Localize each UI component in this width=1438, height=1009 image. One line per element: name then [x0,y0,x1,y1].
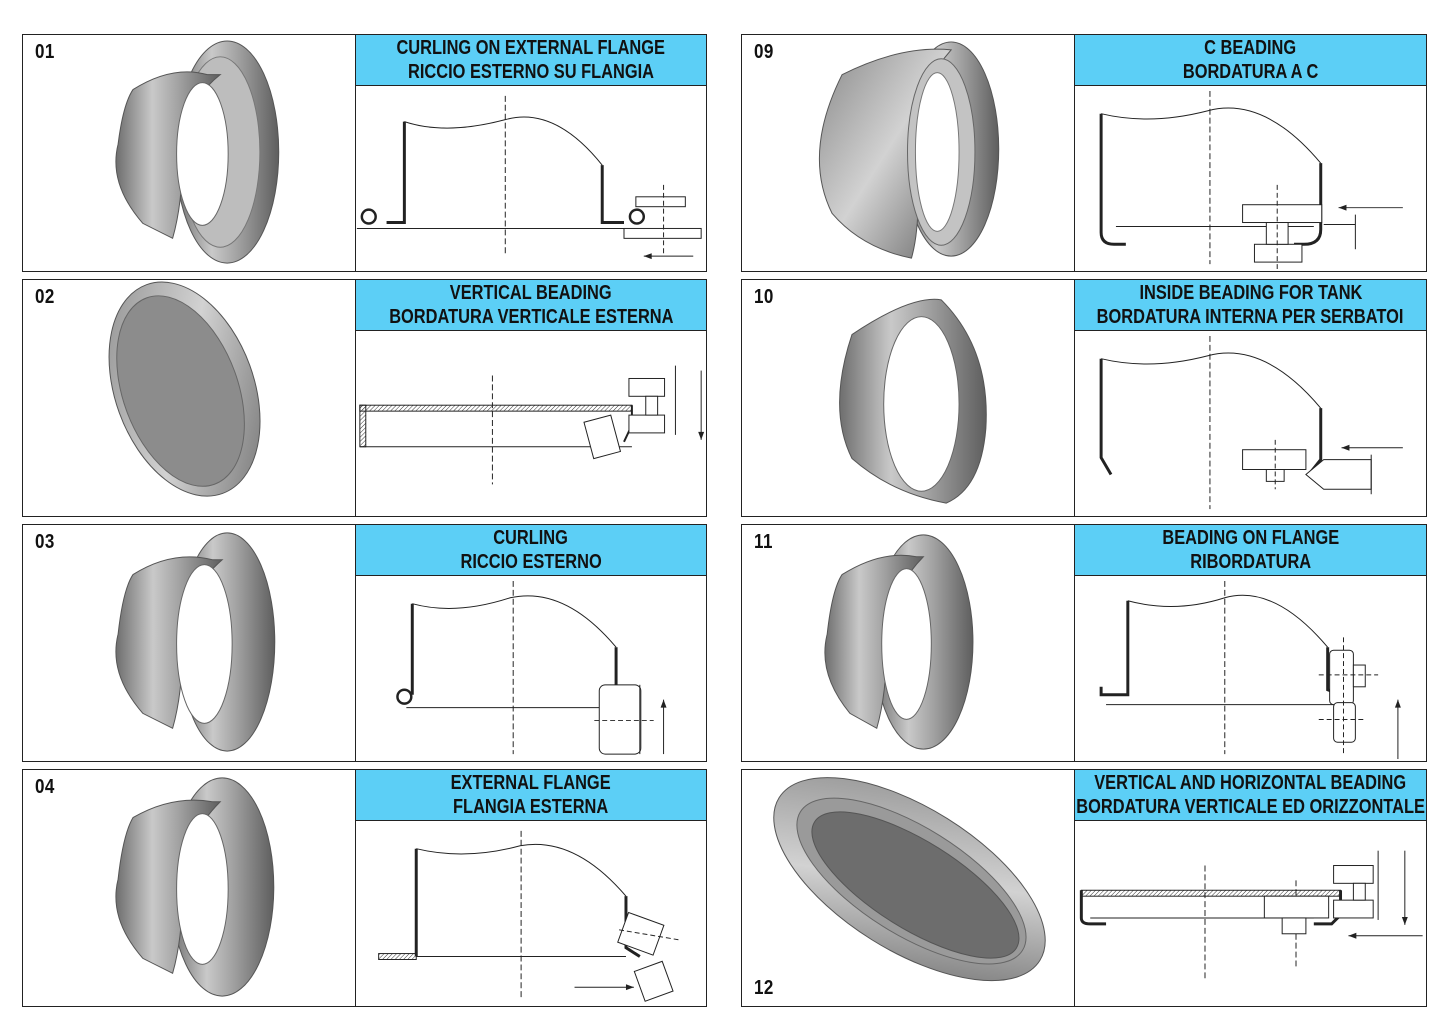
panel-number: 09 [754,41,774,63]
process-diagram [356,821,706,1006]
process-diagram [1075,576,1426,761]
process-diagram [1075,86,1426,271]
beaded-ring-icon [773,777,1046,982]
process-diagram [356,86,706,271]
panel-title: INSIDE BEADING FOR TANK BORDATURA INTERN… [1075,280,1426,331]
panel-04: 04 EXTERNAL FLANGE FLANGIA ESTERNA [22,769,707,1007]
title-it: BORDATURA A C [1182,61,1319,83]
part-illustration: 02 [23,280,356,516]
part-illustration: 04 [23,770,356,1006]
title-en: BEADING ON FLANGE [1162,527,1339,549]
title-it: RICCIO ESTERNO SU FLANGIA [407,61,654,83]
process-diagram [1075,331,1426,516]
title-it: FLANGIA ESTERNA [453,796,609,818]
panel-number: 12 [754,977,774,999]
panel-11: 11 BEADING ON FLANGE RIBORDATURA [741,524,1427,762]
inside-beading-diagram [1099,335,1403,510]
title-it: BORDATURA VERTICALE ED ORIZZONTALE [1076,796,1425,818]
panel-number: 04 [35,776,55,798]
inside-bead-ring-icon [839,298,987,504]
flanged-curl-part-icon [115,40,280,264]
panel-03: 03 CURLING RICCIO ESTERNO [22,524,707,762]
panel-title: C BEADING BORDATURA A C [1075,35,1426,86]
panel-title: BEADING ON FLANGE RIBORDATURA [1075,525,1426,576]
panel-number: 03 [35,531,55,553]
external-flange-diagram [378,830,679,1002]
panel-02: 02 VERTICAL BEADING BORDATURA VERTICALE … [22,279,707,517]
panel-09: 09 C BEADING BORDATURA A C [741,34,1427,272]
title-en: EXTERNAL FLANGE [450,772,612,794]
part-illustration: 09 [742,35,1075,271]
panel-10: 10 INSIDE BEADING FOR TANK BORDATURA INT… [741,279,1427,517]
c-bead-ring-icon [818,41,1000,259]
process-diagram [356,576,706,761]
title-en: CURLING [493,527,569,549]
part-illustration: 03 [23,525,356,761]
panel-01: 01 CURLING ON EXTERNAL FLANGE RICCIO EST… [22,34,707,272]
process-diagram [356,331,706,516]
curled-part-icon [115,532,276,752]
title-it: BORDATURA VERTICALE ESTERNA [388,306,674,328]
panel-number: 11 [754,531,773,553]
panel-number: 01 [35,41,55,63]
panel-12: 12 VERTICAL AND HORIZONTAL BEADING BORDA… [741,769,1427,1007]
beaded-flange-part-icon [824,534,974,750]
part-illustration: 12 [742,770,1075,1006]
title-en: CURLING ON EXTERNAL FLANGE [396,37,666,59]
panel-title: CURLING ON EXTERNAL FLANGE RICCIO ESTERN… [356,35,706,86]
panel-title: EXTERNAL FLANGE FLANGIA ESTERNA [356,770,706,821]
panel-number: 02 [35,286,55,308]
beading-on-flange-diagram [1099,580,1401,760]
title-en: VERTICAL BEADING [450,282,612,304]
panel-title: VERTICAL BEADING BORDATURA VERTICALE EST… [356,280,706,331]
title-en: VERTICAL AND HORIZONTAL BEADING [1094,772,1407,794]
panel-number: 10 [754,286,774,308]
curling-diagram [396,580,667,755]
process-diagram [1075,821,1426,1006]
title-it: RIBORDATURA [1190,551,1311,573]
title-en: INSIDE BEADING FOR TANK [1139,282,1362,304]
flanged-part-icon [115,777,275,997]
panel-title: VERTICAL AND HORIZONTAL BEADING BORDATUR… [1075,770,1426,821]
c-beading-diagram [1099,90,1403,270]
part-illustration: 10 [742,280,1075,516]
vertical-beading-diagram [359,365,705,485]
part-illustration: 01 [23,35,356,271]
part-illustration: 11 [742,525,1075,761]
title-it: RICCIO ESTERNO [460,551,602,573]
curling-flange-diagram [356,95,702,260]
vertical-horizontal-beading-diagram [1079,850,1423,980]
vertical-bead-disc-icon [108,281,261,497]
title-it: BORDATURA INTERNA PER SERBATOI [1097,306,1404,328]
panel-title: CURLING RICCIO ESTERNO [356,525,706,576]
title-en: C BEADING [1204,37,1297,59]
